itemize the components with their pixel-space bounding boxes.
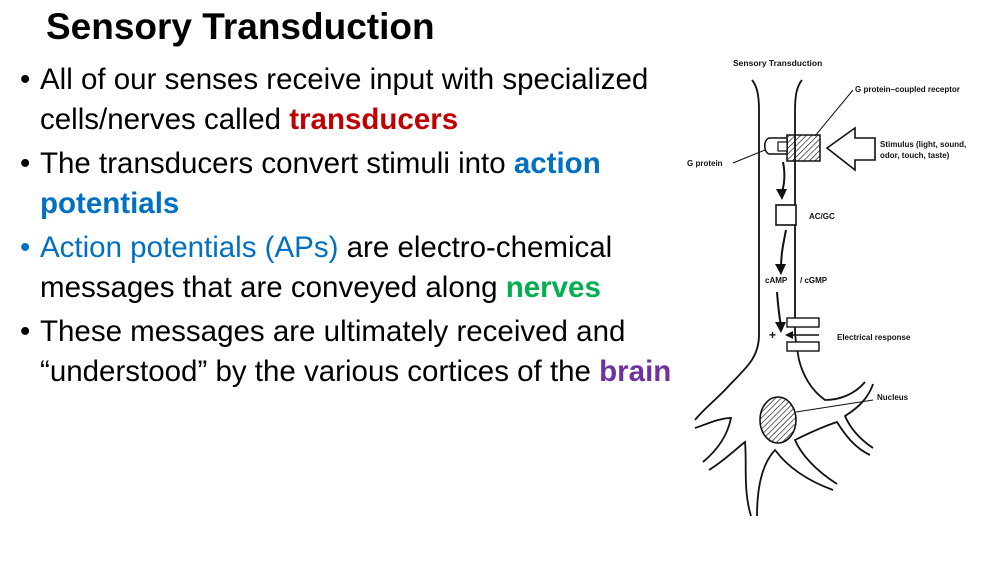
cell-outline xyxy=(694,79,874,517)
bullet-dot: • xyxy=(20,231,31,264)
highlight-transducers: transducers xyxy=(289,103,459,136)
cgmp-label: / cGMP xyxy=(800,276,828,285)
stimulus-label-line2: odor, touch, taste) xyxy=(880,151,950,160)
bullet-text: All of our senses receive input with spe… xyxy=(40,63,649,136)
ac-gc-label: AC/GC xyxy=(809,212,835,221)
bullet-action-potentials: • Action potentials (APs) are electro-che… xyxy=(20,228,680,308)
bullet-brain: • These messages are ultimately received … xyxy=(20,312,680,392)
g-protein-label: G protein xyxy=(687,159,723,168)
ion-flow-arrowhead xyxy=(785,331,793,339)
bullet-lead-aps: Action potentials (APs) xyxy=(40,231,339,264)
highlight-nerves: nerves xyxy=(505,271,601,304)
bullet-list: • All of our senses receive input with sp… xyxy=(20,60,680,396)
bullet-senses: • All of our senses receive input with sp… xyxy=(20,60,680,140)
bullet-text: The transducers convert stimuli into xyxy=(40,147,514,180)
nucleus-leader-line xyxy=(795,399,874,413)
bullet-conversion: • The transducers convert stimuli into ac… xyxy=(20,144,680,224)
signal-arrowhead-1 xyxy=(776,189,787,200)
nucleus-label: Nucleus xyxy=(877,393,909,402)
diagram-title: Sensory Transduction xyxy=(733,58,822,68)
bullet-text: are electro-chemical messages that are c… xyxy=(40,231,613,304)
bullet-dot: • xyxy=(20,315,31,348)
signal-arrow-2 xyxy=(780,229,787,269)
camp-label: cAMP xyxy=(765,276,788,285)
bullet-dot: • xyxy=(20,63,31,96)
signal-arrowhead-2 xyxy=(775,264,786,275)
highlight-action-potentials: action potentials xyxy=(40,147,601,220)
receptor-label: G protein–coupled receptor xyxy=(855,85,960,94)
nucleus xyxy=(759,396,797,444)
signal-arrow-1 xyxy=(781,161,786,193)
ion-channel-top xyxy=(786,317,820,328)
highlight-brain: brain xyxy=(599,355,672,388)
receptor-leader-line xyxy=(814,89,854,137)
bullet-dot: • xyxy=(20,147,31,180)
bullet-text: These messages are ultimately received a… xyxy=(40,315,626,388)
ac-gc-box xyxy=(775,204,797,226)
g-protein-leader-line xyxy=(732,149,766,164)
signal-arrowhead-3 xyxy=(775,322,786,333)
receptor-block xyxy=(786,134,821,162)
slide-title: Sensory Transduction xyxy=(46,6,435,47)
signal-arrow-3 xyxy=(776,291,782,327)
stimulus-label-line1: Stimulus (light, sound, xyxy=(880,140,966,149)
plus-sign: + xyxy=(769,328,776,342)
electrical-response-label: Electrical response xyxy=(837,333,911,342)
transduction-diagram: Sensory Transduction G protein–coupled r… xyxy=(687,58,966,517)
g-protein-notch xyxy=(777,141,788,152)
ion-channel-bottom xyxy=(786,341,820,352)
stimulus-arrow xyxy=(825,126,876,172)
